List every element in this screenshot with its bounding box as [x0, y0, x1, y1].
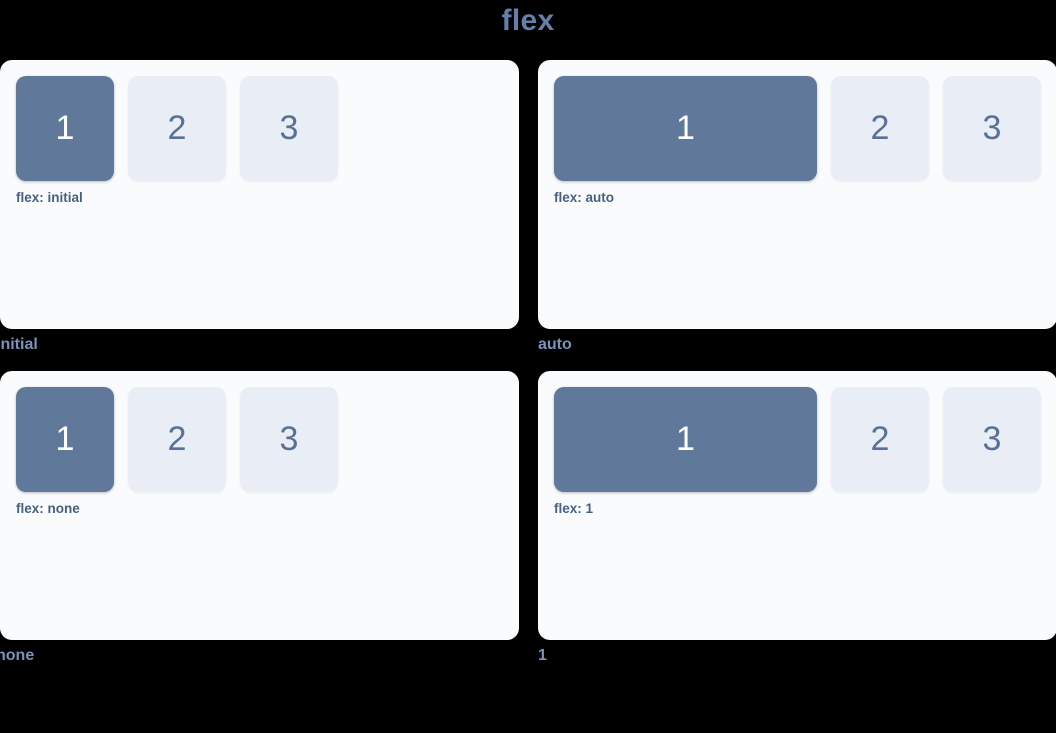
demo-panel-inner: 1 2 3 flex: 1 — [554, 387, 1041, 519]
demo-panel-none: 1 2 3 flex: none — [0, 371, 519, 640]
demo-caption-auto: auto — [538, 336, 572, 353]
demo-caption-none: none — [0, 647, 35, 664]
flex-item-1[interactable]: 1 — [16, 387, 114, 492]
flex-demo-grid: 1 2 3 flex: initial initial 1 2 3 flex: … — [0, 60, 1056, 664]
flex-code-label: flex: 1 — [554, 501, 594, 516]
flex-item-1[interactable]: 1 — [16, 76, 114, 181]
flex-code-label: flex: auto — [554, 190, 615, 205]
page-title: flex — [501, 4, 555, 37]
flex-container-one: 1 2 3 — [554, 387, 1041, 492]
demo-panel-inner: 1 2 3 flex: initial — [16, 76, 503, 208]
flex-container-none: 1 2 3 — [16, 387, 503, 492]
flex-item-3[interactable]: 3 — [943, 76, 1041, 181]
flex-item-2[interactable]: 2 — [128, 76, 226, 181]
flex-container-initial: 1 2 3 — [16, 76, 503, 181]
flex-container-auto: 1 2 3 — [554, 76, 1041, 181]
flex-code-label: flex: none — [16, 501, 80, 516]
demo-panel-inner: 1 2 3 flex: auto — [554, 76, 1041, 208]
flex-item-1[interactable]: 1 — [554, 76, 817, 181]
flex-item-2[interactable]: 2 — [831, 76, 929, 181]
flex-item-3[interactable]: 3 — [240, 387, 338, 492]
demo-caption-one: 1 — [538, 647, 547, 664]
demo-cell-one: 1 2 3 flex: 1 1 — [538, 371, 1056, 664]
flex-item-1[interactable]: 1 — [554, 387, 817, 492]
demo-caption-initial: initial — [0, 336, 38, 353]
flex-item-2[interactable]: 2 — [128, 387, 226, 492]
flex-item-3[interactable]: 3 — [240, 76, 338, 181]
demo-cell-auto: 1 2 3 flex: auto auto — [538, 60, 1056, 353]
demo-cell-initial: 1 2 3 flex: initial initial — [0, 60, 519, 353]
demo-cell-none: 1 2 3 flex: none none — [0, 371, 519, 664]
flex-item-2[interactable]: 2 — [831, 387, 929, 492]
demo-panel-one: 1 2 3 flex: 1 — [538, 371, 1056, 640]
demo-panel-inner: 1 2 3 flex: none — [16, 387, 503, 519]
demo-panel-auto: 1 2 3 flex: auto — [538, 60, 1056, 329]
flex-code-label: flex: initial — [16, 190, 83, 205]
demo-panel-initial: 1 2 3 flex: initial — [0, 60, 519, 329]
flex-item-3[interactable]: 3 — [943, 387, 1041, 492]
